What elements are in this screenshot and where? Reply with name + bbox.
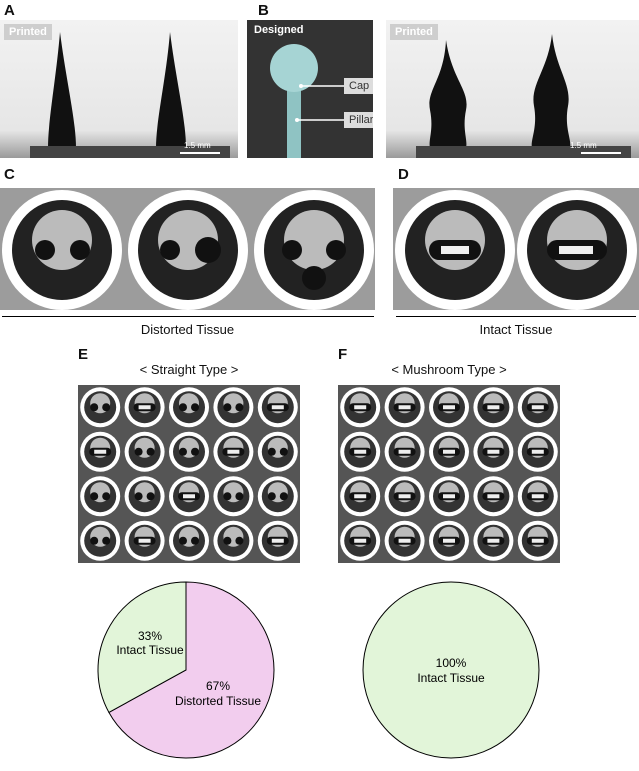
well	[257, 476, 298, 517]
well	[429, 387, 469, 428]
well	[429, 431, 469, 472]
intact-underline	[396, 316, 636, 317]
well	[517, 431, 558, 472]
mushroom-pillar-render	[270, 44, 347, 158]
well	[213, 431, 254, 472]
pie-right-pct: 100%	[436, 656, 467, 670]
mushroom-type-caption: < Mushroom Type >	[391, 362, 507, 377]
distorted-tissue-wells-photo	[0, 188, 375, 310]
straight-well-grid-drawing	[80, 387, 298, 561]
well	[517, 387, 558, 428]
straight-type-pie-chart: 33% Intact Tissue 67% Distorted Tissue	[97, 581, 275, 759]
pie-left-distorted-label: Distorted Tissue	[175, 694, 261, 708]
well	[473, 387, 514, 428]
well	[124, 387, 165, 428]
pie-left-intact-label: Intact Tissue	[116, 643, 184, 657]
well	[257, 431, 298, 472]
well	[340, 520, 381, 561]
well	[340, 387, 381, 428]
pie-right-label: Intact Tissue	[417, 671, 485, 685]
well	[124, 476, 165, 517]
pie-left-intact-pct: 33%	[138, 629, 162, 643]
straight-pillars-drawing	[30, 32, 230, 158]
well	[124, 520, 165, 561]
well	[169, 431, 209, 472]
panel-label-c: C	[4, 166, 15, 183]
well	[169, 520, 209, 561]
well	[257, 520, 298, 561]
well	[517, 520, 558, 561]
cap-tag: Cap	[344, 78, 373, 94]
intact-wells-drawing	[395, 190, 637, 310]
printed-mushroom-pillars-photo: Printed 1.5 mm	[386, 20, 639, 158]
pie-slice-intact	[97, 581, 187, 714]
well	[429, 476, 469, 517]
well	[80, 387, 121, 428]
well	[213, 476, 254, 517]
distorted-wells-drawing	[2, 190, 374, 310]
pillar-tag: Pillar	[344, 112, 373, 128]
panel-label-d: D	[398, 166, 409, 183]
panel-label-b: B	[258, 2, 269, 19]
well	[340, 476, 381, 517]
printed-tag-a: Printed	[4, 24, 52, 40]
well	[213, 387, 254, 428]
mushroom-well-grid-drawing	[340, 387, 558, 561]
scale-bar-label-b: 1.5 mm	[570, 141, 597, 150]
well	[473, 520, 514, 561]
designed-render: Designed Cap Pillar	[247, 20, 373, 158]
mushroom-type-well-plate	[338, 385, 560, 563]
well	[384, 431, 425, 472]
well	[213, 520, 254, 561]
printed-tag-b: Printed	[390, 24, 438, 40]
well	[169, 476, 209, 517]
printed-straight-pillars-photo: Printed 1.5 mm	[0, 20, 238, 158]
designed-tag: Designed	[249, 22, 309, 38]
distorted-caption: Distorted Tissue	[140, 322, 235, 337]
well	[80, 431, 121, 472]
well	[169, 387, 209, 428]
straight-type-well-plate	[78, 385, 300, 563]
scale-bar-label-a: 1.5 mm	[184, 141, 211, 150]
pie-slice-distorted	[108, 581, 275, 759]
pie-left-distorted-pct: 67%	[206, 679, 230, 693]
mushroom-pillars-drawing	[416, 34, 631, 158]
well	[257, 387, 298, 428]
panel-label-a: A	[4, 2, 15, 19]
well	[473, 431, 514, 472]
intact-caption: Intact Tissue	[479, 322, 553, 337]
well	[384, 520, 425, 561]
pie-slice-intact-full	[362, 581, 540, 759]
well	[80, 476, 121, 517]
well	[517, 476, 558, 517]
well	[429, 520, 469, 561]
well	[340, 431, 381, 472]
well	[124, 431, 165, 472]
panel-label-f: F	[338, 346, 348, 363]
well	[80, 520, 121, 561]
intact-tissue-wells-photo	[393, 188, 639, 310]
well	[473, 476, 514, 517]
mushroom-type-pie-chart: 100% Intact Tissue	[362, 581, 540, 759]
well	[384, 387, 425, 428]
panel-label-e: E	[78, 346, 89, 363]
well	[384, 476, 425, 517]
straight-type-caption: < Straight Type >	[139, 362, 239, 377]
distorted-underline	[2, 316, 374, 317]
